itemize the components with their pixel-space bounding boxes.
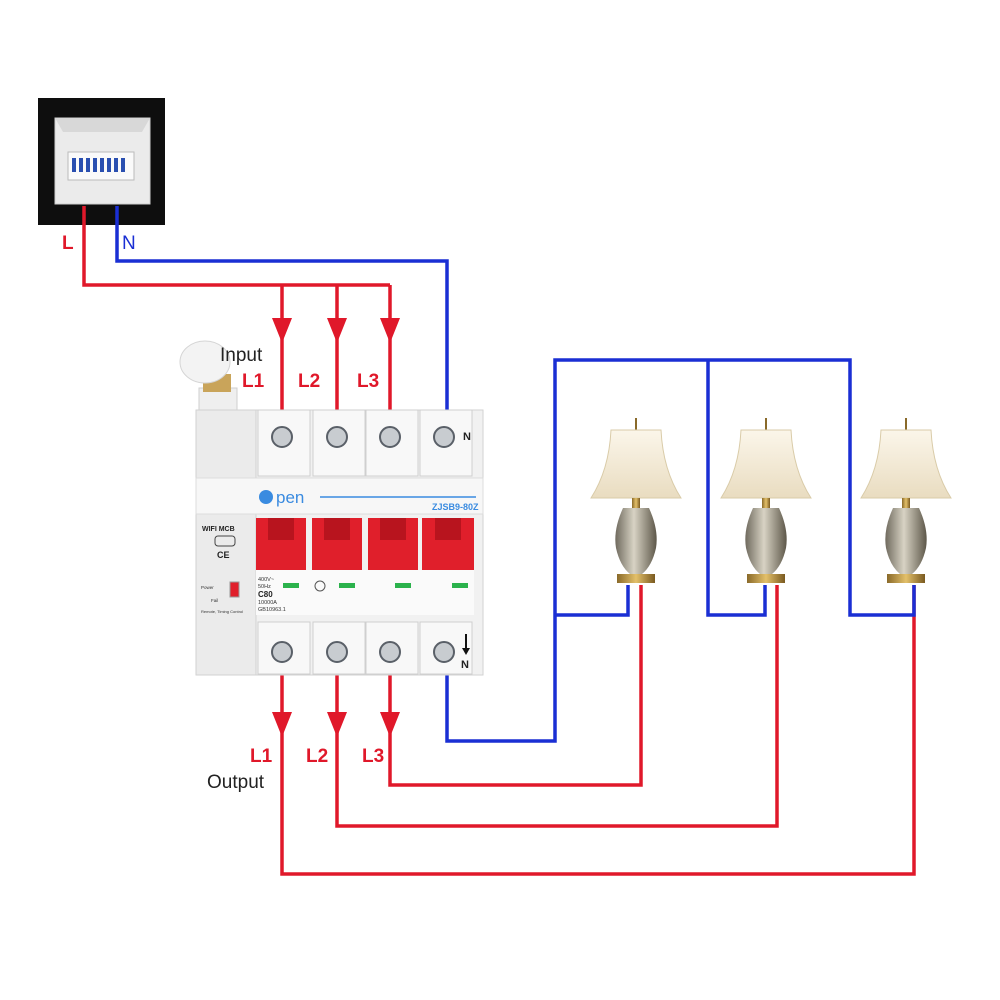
panel-neutral-label: N (122, 233, 136, 254)
spec-voltage: 400V~ (258, 577, 274, 583)
input-terminal-screws (271, 426, 455, 448)
output-wires (272, 358, 916, 876)
output-l1-wire (280, 585, 916, 876)
lamp-3 (860, 418, 952, 583)
input-l3-arrow (380, 318, 400, 343)
output-title: Output (207, 772, 265, 793)
output-l3-arrow (380, 712, 400, 737)
model-number: ZJSB9-80Z (432, 502, 479, 512)
lamp-2 (720, 418, 812, 583)
neutral-bottom-label: N (461, 659, 469, 671)
breaker-handles (256, 518, 474, 570)
output-l2-arrow (327, 712, 347, 737)
output-l1-label: L1 (250, 746, 273, 767)
smart-breaker: N pen ZJSB9-80Z WIFI MCB CE 400V~ 50Hz C… (179, 340, 484, 676)
neutral-lamp2-wire (706, 360, 767, 617)
neutral-top-label: N (463, 431, 471, 443)
wifi-mcb-label: WIFI MCB (202, 526, 235, 533)
input-l3-label: L3 (357, 371, 379, 392)
wifi-icon (214, 535, 236, 547)
input-l2-arrow (327, 318, 347, 343)
fail-label: Fail (211, 598, 218, 603)
status-indicator (229, 581, 240, 598)
panel-live-label: L (62, 233, 74, 254)
output-l2-label: L2 (306, 746, 328, 767)
lamp-1 (590, 418, 682, 583)
output-neutral-wire (445, 358, 916, 743)
ccc-mark-icon (314, 580, 326, 592)
output-l2-wire (335, 585, 779, 828)
input-l2-label: L2 (298, 371, 320, 392)
spec-standard: GB10963.1 (258, 607, 286, 613)
output-terminal-screws (271, 641, 455, 663)
brand-logo-icon (259, 490, 273, 504)
spec-frequency: 50Hz (258, 584, 271, 590)
power-label: Power (201, 585, 214, 590)
remote-timing-label: Remote, Timing Control (201, 609, 243, 614)
spec-capacity: 10000A (258, 600, 277, 606)
input-l1-arrow (272, 318, 292, 343)
supply-live-wire (82, 206, 390, 287)
output-l3-label: L3 (362, 746, 384, 767)
input-title: Input (220, 345, 263, 366)
distribution-panel (38, 98, 165, 225)
input-l1-label: L1 (242, 371, 265, 392)
ce-mark: CE (217, 550, 230, 560)
supply-neutral-wire (115, 206, 449, 440)
supply-wires (82, 206, 449, 440)
spec-rating: C80 (258, 590, 273, 599)
neutral-lamp1-wire (555, 585, 630, 617)
brand-name: pen (276, 488, 304, 507)
output-l1-arrow (272, 712, 292, 737)
